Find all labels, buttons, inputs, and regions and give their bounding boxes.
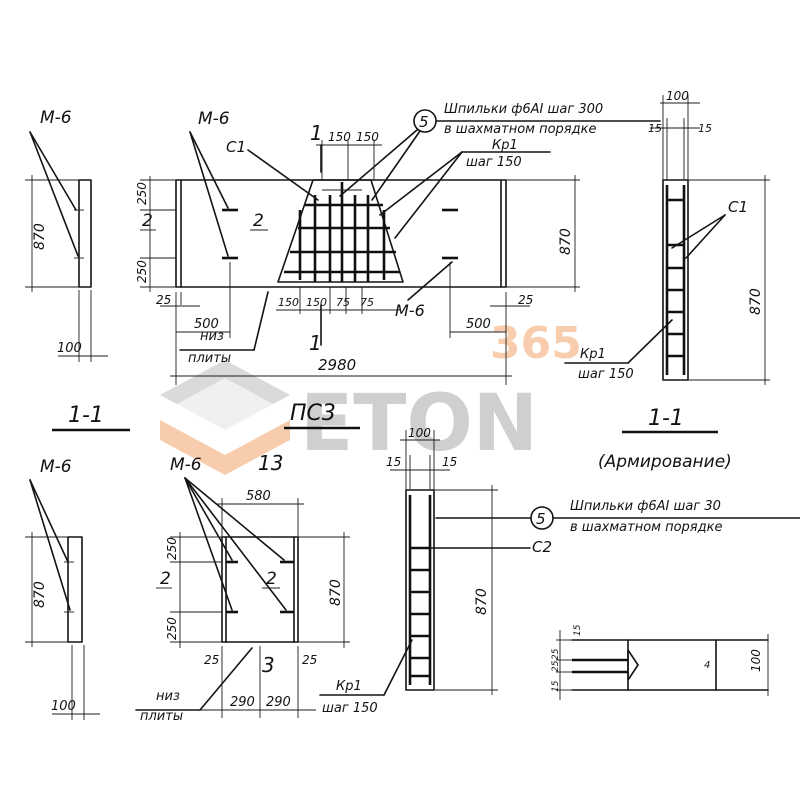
label-niz-small: низ bbox=[156, 689, 180, 704]
dim-100: 100 bbox=[57, 341, 82, 356]
watermark-brand: ETON bbox=[300, 379, 538, 469]
dim-15-pin-1: 15 bbox=[573, 624, 583, 636]
label-m6-bottom: M-6 bbox=[395, 301, 425, 320]
dim-25-small-right: 25 bbox=[302, 653, 317, 667]
label-plity-small: плиты bbox=[140, 709, 183, 724]
dim-15-right-top: 15 bbox=[698, 122, 712, 135]
main-plate-elevation: 1 1 2 2 250 250 870 M-6 C1 150 150 bbox=[135, 102, 661, 385]
dim-25-left: 25 bbox=[156, 293, 171, 307]
cut-label-2-small-right: 2 bbox=[266, 569, 277, 589]
dim-250-bottom: 250 bbox=[135, 260, 149, 283]
cut-label-13: 13 bbox=[258, 451, 283, 475]
label-shag150-section: шаг 150 bbox=[578, 367, 634, 382]
dim-100-top-right: 100 bbox=[666, 89, 689, 103]
dim-580: 580 bbox=[246, 489, 271, 504]
note-shpilki-bottom: Шпильки ф6АI шаг 30 bbox=[570, 499, 721, 514]
cut-label-2-left: 2 bbox=[142, 211, 153, 231]
note-shpilki: Шпильки ф6АI шаг 300 bbox=[444, 102, 603, 117]
dim-870-bottom-left: 870 bbox=[32, 581, 48, 608]
plate-mark-ps3: ПС3 bbox=[290, 401, 336, 426]
dim-100-bottom-left: 100 bbox=[51, 699, 76, 714]
label-c1-main: C1 bbox=[226, 138, 246, 156]
dim-25-pin-2: 25 bbox=[551, 660, 561, 672]
dim-25-small-left: 25 bbox=[204, 653, 219, 667]
section-outline bbox=[662, 179, 689, 381]
note-shakhmat: в шахматном порядке bbox=[444, 122, 596, 137]
section-1-1-reinforcement-top: 100 15 15 870 C1 Кр1 шаг 150 1-1 (Армиро… bbox=[564, 89, 770, 472]
dim-500-right: 500 bbox=[466, 317, 491, 332]
dim-150-bottom-1: 150 bbox=[278, 296, 299, 309]
label-m6-bottom-left: M-6 bbox=[40, 457, 72, 477]
label-c1-section: C1 bbox=[728, 198, 748, 216]
small-plate-elevation: M-6 13 3 580 250 250 2 2 870 25 25 290 2… bbox=[135, 451, 350, 724]
dim-150-bottom-2: 150 bbox=[306, 296, 327, 309]
label-m6-small: M-6 bbox=[170, 455, 202, 475]
dim-250-small-bottom: 250 bbox=[165, 617, 179, 640]
dim-290-left: 290 bbox=[230, 695, 255, 710]
dim-4-pin: 4 bbox=[704, 660, 710, 671]
label-shag150-bottom: шаг 150 bbox=[322, 701, 378, 716]
label-m6-main: M-6 bbox=[198, 109, 230, 129]
section-outline-bottom bbox=[405, 489, 435, 691]
plate-side-outline-bottom bbox=[67, 536, 83, 643]
section-reinforcement-bottom: 100 15 15 870 5 Шпильки ф6АI шаг 30 в ша… bbox=[319, 426, 800, 716]
dim-150-top-1: 150 bbox=[328, 130, 351, 144]
dim-500-left: 500 bbox=[194, 317, 219, 332]
dim-75-bottom-1: 75 bbox=[336, 296, 350, 309]
dim-100-pin: 100 bbox=[749, 649, 763, 672]
small-plate-outline bbox=[221, 536, 299, 643]
dim-100-bottom-section: 100 bbox=[408, 426, 431, 440]
label-kp1-section: Кр1 bbox=[580, 347, 606, 362]
dim-250-top: 250 bbox=[135, 182, 149, 205]
side-view-bottom-left: M-6 870 100 bbox=[25, 457, 100, 720]
label-c2: C2 bbox=[532, 538, 552, 556]
watermark-number: 365 bbox=[490, 318, 582, 369]
dim-15-left-top: 15 bbox=[648, 122, 662, 135]
dim-870-top-right: 870 bbox=[748, 288, 764, 315]
marker-5-text: 5 bbox=[419, 113, 429, 131]
plate-side-outline bbox=[78, 179, 92, 288]
dim-15-pin-2: 15 bbox=[551, 680, 561, 692]
dim-870-main: 870 bbox=[558, 228, 574, 255]
dim-870: 870 bbox=[32, 223, 48, 250]
dim-75-bottom-2: 75 bbox=[360, 296, 374, 309]
dim-25-pin-1: 25 bbox=[551, 648, 561, 660]
cut-label-1-bottom: 1 bbox=[309, 331, 322, 355]
section-title-1-1-left: 1-1 bbox=[68, 403, 104, 428]
label-niz-main: низ bbox=[200, 329, 224, 344]
watermark: ETON 365 bbox=[160, 318, 582, 475]
cut-label-2-right: 2 bbox=[253, 211, 264, 231]
dim-870-bottom-section: 870 bbox=[474, 588, 490, 615]
label-shag150-main: шаг 150 bbox=[466, 155, 522, 170]
label-kp1-main: Кр1 bbox=[492, 138, 518, 153]
label-m6: M-6 bbox=[40, 108, 72, 128]
dim-25-right: 25 bbox=[518, 293, 533, 307]
dim-15-right-bottom: 15 bbox=[442, 455, 457, 469]
section-title-1-1-right: 1-1 bbox=[648, 406, 684, 431]
cut-label-2-small-left: 2 bbox=[160, 569, 171, 589]
dim-150-top-2: 150 bbox=[356, 130, 379, 144]
leader-m6 bbox=[29, 131, 77, 211]
cut-label-3: 3 bbox=[262, 653, 275, 677]
marker-5-bottom-text: 5 bbox=[536, 510, 546, 528]
side-view-top-left: M-6 870 100 bbox=[25, 108, 108, 362]
dim-250-small-top: 250 bbox=[165, 537, 179, 560]
label-kp1-bottom: Кр1 bbox=[336, 679, 362, 694]
dim-2980: 2980 bbox=[318, 356, 356, 374]
reinforcement-cage bbox=[277, 179, 404, 283]
watermark-logo-icon bbox=[160, 360, 290, 475]
dim-15-left-bottom: 15 bbox=[386, 455, 401, 469]
note-shakhmat-bottom: в шахматном порядке bbox=[570, 520, 722, 535]
label-armirovanie: (Армирование) bbox=[598, 452, 732, 472]
dim-870-small: 870 bbox=[328, 579, 344, 606]
cut-label-1-top: 1 bbox=[310, 121, 323, 145]
pin-detail: 15 25 25 15 100 4 bbox=[551, 624, 769, 700]
dim-290-right: 290 bbox=[266, 695, 291, 710]
label-plity-main: плиты bbox=[188, 351, 231, 366]
